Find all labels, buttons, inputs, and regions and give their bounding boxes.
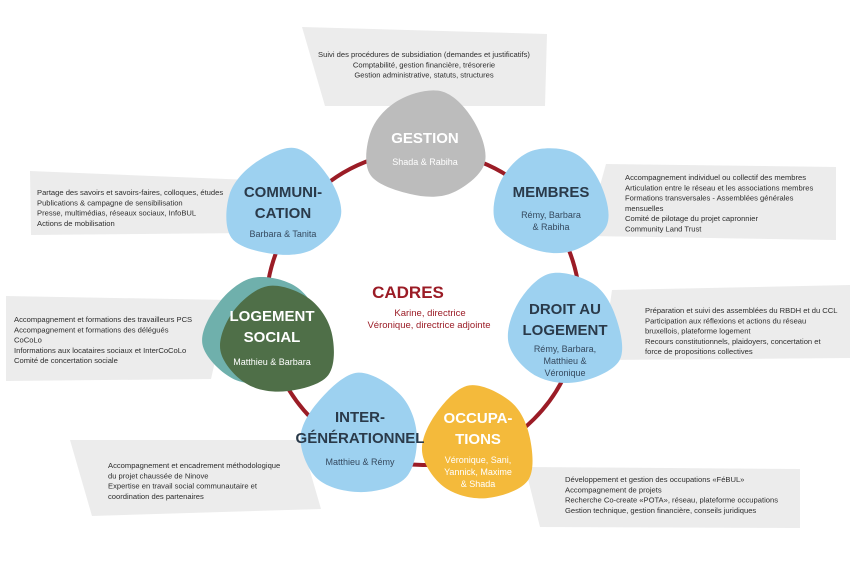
description-panels: Suivi des procédures de subsidiation (de… (6, 27, 850, 528)
communication-description-line: Presse, multimédias, réseaux sociaux, In… (37, 209, 196, 218)
intergen-blob (300, 372, 417, 493)
logement-social-description-line: Accompagnement et formations des délégué… (14, 325, 169, 334)
occupations-blob (421, 385, 533, 499)
occupations-description-panel (525, 467, 800, 528)
communication-title: CATION (255, 205, 311, 222)
logement-social-blob (220, 285, 334, 392)
droit-description-line: Recours constitutionnels, plaidoyers, co… (645, 337, 821, 346)
intergen-description-line: Accompagnement et encadrement méthodolog… (108, 461, 280, 470)
droit-blob (507, 272, 623, 383)
intergen-description-line: Expertise en travail social communautair… (108, 482, 258, 491)
logement-social-node: LOGEMENT SOCIAL Matthieu & Barbara (202, 277, 334, 392)
occupations-node: OCCUPA- TIONS Véronique, Sani, Yannick, Max… (421, 385, 533, 499)
droit-description-line: force de propositions collectives (645, 347, 753, 356)
communication-names: Barbara & Tanita (250, 229, 317, 239)
logement-social-title: SOCIAL (244, 329, 301, 346)
communication-description-panel (30, 171, 251, 235)
droit-description-panel (602, 285, 850, 360)
occupations-description-line: Développement et gestion des occupations… (565, 475, 744, 484)
membres-blob (493, 148, 609, 254)
droit-names: Rémy, Barbara, (534, 344, 596, 354)
droit-title: DROIT AU (529, 301, 601, 318)
communication-blob (226, 147, 342, 255)
membres-description-line: Formations transversales - Assemblées gé… (625, 194, 794, 203)
intergen-description-line: coordination des partenaires (108, 492, 204, 501)
communication-node: COMMUNI- CATION Barbara & Tanita (226, 147, 342, 255)
gestion-title: GESTION (391, 130, 459, 147)
logement-social-description-line: Comité de concertation sociale (14, 356, 118, 365)
logement-social-names: Matthieu & Barbara (233, 357, 311, 367)
logement-social-description-panel (6, 296, 229, 381)
communication-description-line: Publications & campagne de sensibilisati… (37, 198, 183, 207)
center-title: CADRES (372, 283, 444, 302)
gestion-names: Shada & Rabiha (392, 157, 458, 167)
membres-description-line: Accompagnement individuel ou collectif d… (625, 173, 806, 182)
intergen-names: Matthieu & Rémy (325, 457, 395, 467)
membres-description-line: Articulation entre le réseau et les asso… (625, 183, 813, 192)
droit-title: LOGEMENT (523, 322, 608, 339)
communication-description-line: Partage des savoirs et savoirs-faires, c… (37, 188, 223, 197)
gestion-blob (366, 90, 486, 197)
membres-description-panel (586, 164, 836, 240)
center-cadres: CADRES Karine, directrice Véronique, dir… (367, 283, 490, 331)
membres-description-line: mensuelles (625, 204, 664, 213)
center-member: Karine, directrice (394, 308, 465, 319)
communication-description-line: Actions de mobilisation (37, 219, 115, 228)
occupations-description-line: Accompagnement de projets (565, 485, 662, 494)
gestion-description-line: Suivi des procédures de subsidiation (de… (318, 50, 530, 59)
gestion-description-panel (302, 27, 547, 106)
communication-title: COMMUNI- (244, 184, 322, 201)
membres-names: & Rabiha (532, 222, 569, 232)
gestion-description-line: Comptabilité, gestion financière, trésor… (353, 60, 495, 69)
occupations-names: & Shada (461, 479, 496, 489)
logement-social-description-line: Accompagnement et formations des travail… (14, 315, 192, 324)
droit-names: Véronique (544, 368, 585, 378)
occupations-title: OCCUPA- (444, 410, 513, 427)
droit-description-line: Préparation et suivi des assemblées du R… (645, 306, 837, 315)
logement-social-description-line: CoCoLo (14, 336, 42, 345)
intergen-description-panel (70, 440, 321, 516)
droit-node: DROIT AU LOGEMENT Rémy, Barbara, Matthieu &… (507, 272, 623, 383)
occupations-description-line: Recherche Co-create «POTA», réseau, plat… (565, 496, 778, 505)
droit-names: Matthieu & (543, 356, 586, 366)
intergen-title: INTER- (335, 409, 385, 426)
occupations-title: TIONS (455, 431, 501, 448)
intergen-description-line: du projet chaussée de Ninove (108, 471, 208, 480)
membres-node: MEMBRES Rémy, Barbara & Rabiha (493, 148, 609, 254)
logement-social-description-line: Informations aux locataires sociaux et I… (14, 346, 186, 355)
intergen-title: GÉNÉRATIONNEL (296, 430, 425, 447)
gestion-description-line: Gestion administrative, statuts, structu… (354, 71, 493, 80)
membres-title: MEMBRES (513, 184, 590, 201)
occupations-description-line: Gestion technique, gestion financière, c… (565, 506, 756, 515)
droit-description-line: Participation aux réflexions et actions … (645, 316, 806, 325)
occupations-names: Véronique, Sani, (445, 455, 512, 465)
droit-description-line: bruxellois, plateforme logement (645, 327, 751, 336)
center-member: Véronique, directrice adjointe (367, 320, 490, 331)
intergen-node: INTER- GÉNÉRATIONNEL Matthieu & Rémy (296, 372, 425, 493)
logement-social-title: LOGEMENT (230, 308, 315, 325)
membres-names: Rémy, Barbara (521, 210, 581, 220)
membres-description-line: Comité de pilotage du projet capronnier (625, 214, 758, 223)
gestion-node: GESTION Shada & Rabiha (366, 90, 486, 197)
occupations-names: Yannick, Maxime (444, 467, 512, 477)
membres-description-line: Community Land Trust (625, 225, 702, 234)
